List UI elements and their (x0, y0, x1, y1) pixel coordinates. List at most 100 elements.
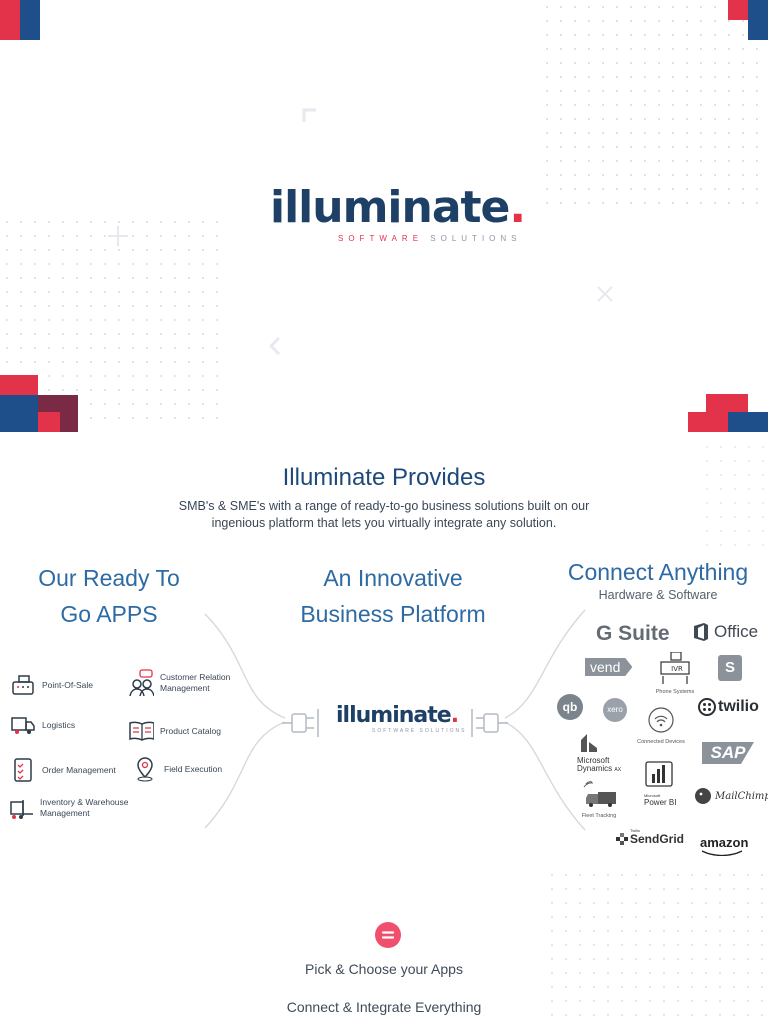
platform-heading-line-1: An Innovative (323, 565, 463, 591)
dot-pattern-right-mid (700, 440, 768, 550)
brand-gsuite-text: G Suite (596, 622, 670, 645)
brand-gsuite[interactable]: G Suite (596, 622, 670, 646)
footer-line-2: Connect & Integrate Everything (286, 999, 482, 1015)
app-label: Product Catalog (160, 725, 221, 736)
dynamics-label-2: Dynamics (577, 764, 613, 773)
brand-amazon[interactable]: amazon (700, 834, 748, 856)
connect-heading: Connect Anything (567, 559, 749, 585)
dot-pattern-top-right (540, 0, 768, 210)
brand-power-bi[interactable]: Microsoft Power BI (644, 760, 676, 807)
platform-logo-dot: . (450, 703, 459, 728)
shopify-icon: S (724, 659, 735, 676)
corner-square-red-tr (728, 0, 750, 20)
truck-icon (10, 712, 36, 738)
app-label: Inventory & Warehouse Management (40, 797, 129, 819)
brand-twilio[interactable]: twilio (698, 698, 759, 716)
plug-right-icon (471, 709, 508, 737)
app-point-of-sale[interactable]: Point-Of-Sale (10, 672, 93, 698)
fleet-truck-icon (583, 781, 616, 807)
app-label: Order Management (42, 764, 116, 775)
amazon-text: amazon (700, 835, 749, 850)
brand-quickbooks[interactable]: qb (557, 694, 583, 720)
app-inventory-warehouse[interactable]: Inventory & Warehouse Management (8, 795, 129, 821)
hero-banner: illuminate. SOFTWARE SOLUTIONS (0, 0, 768, 432)
hero-logo: illuminate. (270, 182, 526, 234)
corner-square-red-bl (0, 375, 38, 395)
equals-icon (381, 931, 395, 939)
hero-logo-dot: . (509, 182, 526, 233)
platform-heading-line-2: Business Platform (300, 601, 486, 627)
brand-xero[interactable]: xero (603, 698, 627, 722)
chevron-left-shape (268, 336, 281, 356)
section-description-line-1: SMB's & SME's with a range of ready-to-g… (178, 499, 590, 513)
sendgrid-text: SendGrid (630, 832, 685, 846)
apps-heading-line-2: Go APPS (60, 601, 158, 627)
sendgrid-small: Twilio (630, 828, 641, 833)
app-label: Field Execution (164, 763, 223, 774)
brand-office[interactable]: Office (692, 622, 758, 642)
mailchimp-text: MailChimp (715, 790, 768, 802)
brand-mailchimp[interactable]: MailChimp (694, 786, 768, 806)
connected-devices-label: Connected Devices (637, 739, 685, 745)
power-bi-small: Microsoft (644, 793, 661, 798)
x-shape (597, 286, 613, 302)
corner-square-red-bl2 (38, 412, 60, 432)
power-bi-icon (645, 761, 673, 787)
connect-subheading: Hardware & Software (598, 588, 718, 602)
platform-logo-tagline: SOFTWARE SOLUTIONS (372, 728, 467, 734)
cash-register-icon (10, 672, 36, 698)
phone-systems-label: Phone Systems (655, 689, 695, 695)
app-label-line-1: Customer Relation (160, 672, 231, 682)
xero-icon: xero (607, 705, 623, 714)
apps-heading-line-1: Our Ready To (38, 565, 180, 591)
twilio-text: twilio (718, 698, 759, 715)
brand-vend[interactable]: vend (585, 658, 633, 676)
section-description-line-2: ingenious platform that lets you virtual… (211, 516, 557, 530)
app-order-management[interactable]: Order Management (10, 757, 116, 783)
corner-square-navy-bl (0, 395, 38, 432)
brand-phone-systems[interactable]: IVR Phone Systems (653, 651, 697, 695)
corner-square-navy-tr (748, 0, 768, 40)
sendgrid-icon (616, 833, 628, 845)
app-crm[interactable]: Customer Relation Management (128, 669, 230, 697)
sap-text: SAP (710, 743, 746, 762)
plug-left-icon (282, 709, 319, 737)
location-pin-icon (132, 756, 158, 782)
app-product-catalog[interactable]: Product Catalog (128, 718, 221, 744)
corner-shape (302, 108, 316, 122)
ivr-label: IVR (671, 665, 683, 673)
dynamics-icon (581, 734, 597, 752)
open-book-icon (128, 718, 154, 744)
platform-logo-word: illuminate (336, 703, 452, 728)
hero-logo-word: illuminate (270, 182, 510, 233)
brand-sap[interactable]: SAP (702, 742, 754, 764)
dynamics-label-1: Microsoft (577, 756, 610, 765)
platform-heading: An Innovative Business Platform (290, 560, 496, 632)
quickbooks-icon: qb (562, 700, 578, 714)
twilio-icon (698, 698, 716, 716)
brand-connected-devices[interactable]: Connected Devices (636, 706, 686, 745)
connector-lines (204, 609, 586, 831)
section-title: Illuminate Provides (282, 464, 486, 491)
corner-square-red-br (706, 394, 748, 414)
checklist-icon (10, 757, 36, 783)
app-label: Point-Of-Sale (42, 679, 94, 690)
people-chat-icon (128, 669, 154, 697)
platform-logo: illuminate. (336, 702, 459, 730)
app-label: Customer Relation Management (160, 672, 230, 694)
brand-fleet-tracking[interactable]: Fleet Tracking (580, 780, 618, 819)
brand-office-text: Office (714, 622, 759, 641)
app-label-line-2: Management (40, 808, 90, 818)
app-field-execution[interactable]: Field Execution (132, 756, 222, 782)
dot-pattern-bottom-right (545, 868, 768, 1024)
app-logistics[interactable]: Logistics (10, 712, 75, 738)
brand-sendgrid[interactable]: Twilio SendGrid (616, 828, 684, 845)
brand-shopify[interactable]: S (718, 655, 742, 681)
section-description: SMB's & SME's with a range of ready-to-g… (170, 498, 598, 532)
app-label: Logistics (42, 719, 76, 730)
brand-ms-dynamics[interactable]: Microsoft Dynamics AX (577, 734, 621, 774)
fleet-tracking-label: Fleet Tracking (581, 813, 617, 819)
equals-badge (375, 922, 401, 948)
app-label-line-2: Management (160, 683, 210, 693)
phone-ivr-icon: IVR (660, 651, 690, 684)
